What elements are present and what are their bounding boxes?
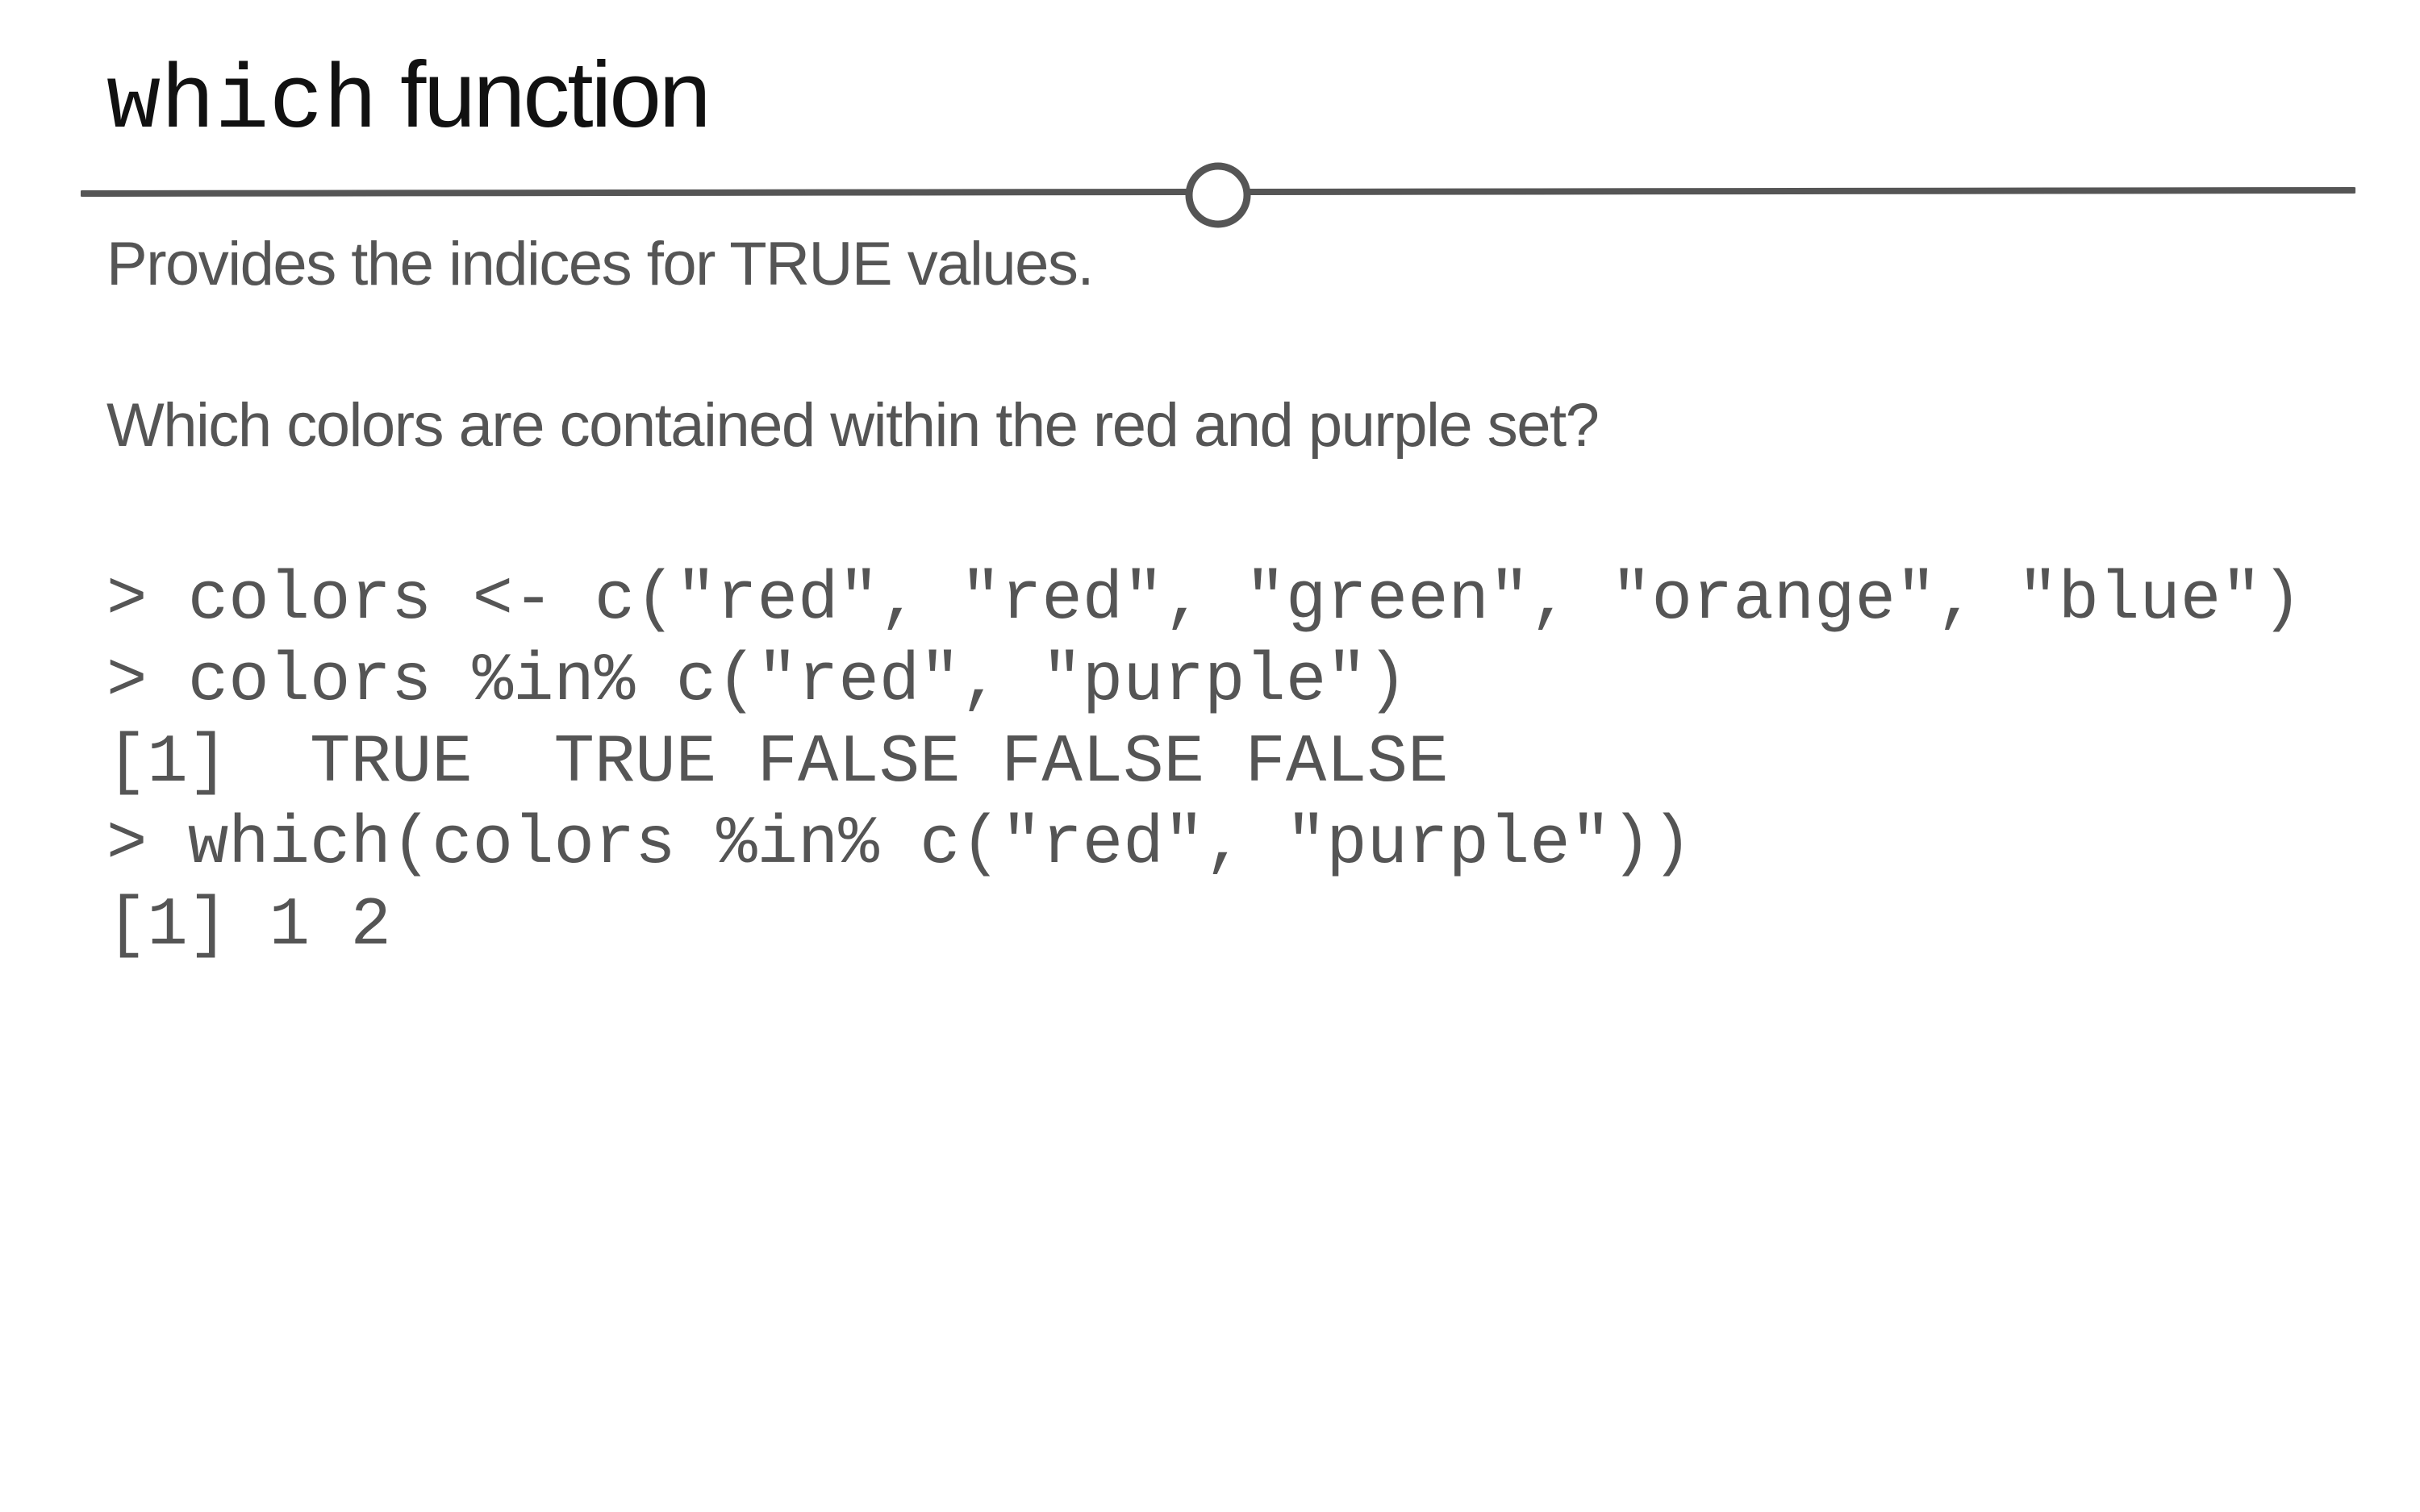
- title-code-keyword: which: [106, 52, 378, 154]
- code-line-which-call: > which(colors %in% c("red", "purple")): [106, 806, 1692, 883]
- divider-circle-icon: [1185, 162, 1251, 228]
- code-block: > colors <- c("red", "red", "green", "or…: [106, 560, 2302, 967]
- code-line-assign: > colors <- c("red", "red", "green", "or…: [106, 562, 2303, 639]
- question-text: Which colors are contained within the re…: [106, 391, 1600, 460]
- divider-line-right: [1245, 187, 2355, 195]
- code-line-in-test: > colors %in% c("red", "purple"): [106, 644, 1408, 720]
- description-text: Provides the indices for TRUE values.: [106, 230, 1095, 298]
- code-line-logical-output: [1] TRUE TRUE FALSE FALSE FALSE: [106, 725, 1449, 802]
- code-line-which-output: [1] 1 2: [106, 888, 391, 964]
- divider-line-left: [81, 189, 1191, 197]
- title-divider: [81, 162, 2355, 228]
- title-text: function: [400, 42, 711, 147]
